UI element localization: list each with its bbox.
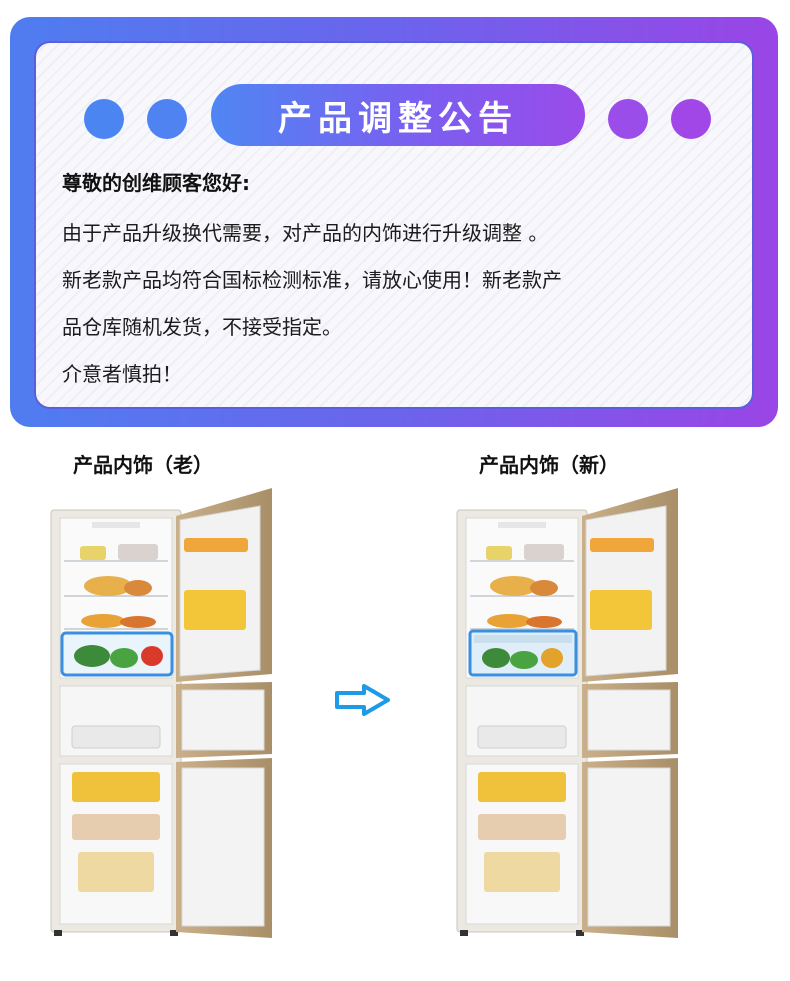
decor-dot-3 (608, 99, 648, 139)
notice-card: 产品调整公告 尊敬的创维顾客您好: 由于产品升级换代需要，对产品的内饰进行升级调… (10, 17, 778, 427)
old-interior-label: 产品内饰（老） (73, 453, 213, 477)
notice-panel: 产品调整公告 尊敬的创维顾客您好: 由于产品升级换代需要，对产品的内饰进行升级调… (34, 41, 754, 409)
old-fridge-image (50, 488, 272, 938)
notice-line: 由于产品升级换代需要，对产品的内饰进行升级调整 。 (62, 221, 549, 245)
notice-line: 品仓库随机发货，不接受指定。 (62, 315, 342, 339)
notice-title-pill: 产品调整公告 (211, 84, 585, 146)
decor-dot-4 (671, 99, 711, 139)
notice-greeting: 尊敬的创维顾客您好: (62, 171, 250, 195)
notice-line: 新老款产品均符合国标检测标准，请放心使用！新老款产 (62, 268, 562, 292)
arrow-right-icon (335, 684, 390, 716)
decor-dot-2 (147, 99, 187, 139)
notice-title: 产品调整公告 (278, 98, 518, 139)
decor-dot-1 (84, 99, 124, 139)
new-interior-label: 产品内饰（新） (479, 453, 619, 477)
notice-line: 介意者慎拍！ (62, 362, 182, 386)
new-fridge-image (456, 488, 678, 938)
